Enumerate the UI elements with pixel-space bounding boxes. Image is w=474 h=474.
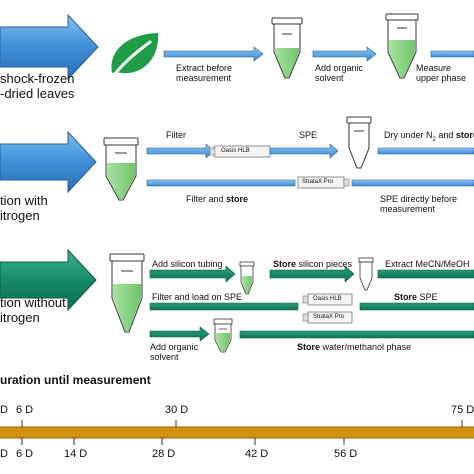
row3-step-add-organic: Add organic solvent [150, 342, 199, 362]
row3-label-line1: tion without [0, 295, 66, 310]
stratax-cartridge-row3 [302, 311, 353, 324]
row3-step-store-pieces: Store silicon pieces [273, 259, 353, 269]
row3-arrow-store-spe [359, 302, 474, 311]
row3-small-tube-2 [358, 257, 374, 291]
row3-step-store-water: Store water/methanol phase [297, 342, 412, 352]
stratax-cartridge-row2 [297, 176, 350, 189]
row2-arrow-filter [146, 143, 215, 159]
row3-step-store-spe: Store SPE [394, 292, 438, 302]
leaf-icon [110, 33, 159, 80]
row3-small-tube-3 [213, 318, 233, 353]
row3-tube [109, 253, 145, 333]
row2-tube-small [346, 116, 372, 169]
row2-arrow-spe-direct [351, 179, 474, 187]
row2-step-filter-store: Filter and store [186, 194, 249, 204]
timeline-top-label-30: 30 D [165, 404, 189, 416]
timeline-bottom-label-56: 56 D [334, 448, 358, 460]
row2-arrow-dry [377, 147, 474, 155]
oasis-cartridge-row3 [302, 293, 353, 306]
row1-label-line2: -dried leaves [0, 86, 75, 101]
stratax-label-row3: StrataX Pro [313, 314, 345, 320]
row1-tube-1 [271, 17, 303, 79]
row3-step-add-tubing: Add silicon tubing [152, 259, 223, 269]
row3-arrow-organic [149, 326, 210, 342]
row2-step-spe: SPE [299, 130, 318, 140]
row3-arrow-extract [377, 269, 474, 279]
row2-big-arrow [0, 130, 97, 194]
row1-arrow-2 [312, 46, 377, 62]
oasis-label-row3: Oasis HLB [313, 296, 342, 302]
timeline-top-label-6: 6 D [16, 404, 34, 416]
oasis-label-row2: Oasis HLB [221, 148, 250, 154]
timeline-ticks [21, 420, 463, 445]
timeline-bottom-label-28: 28 D [152, 448, 176, 460]
row1-step-extract: Extract before measurement [176, 63, 233, 83]
row3-arrow-tubing [149, 265, 236, 283]
row2-label-line2: itrogen [0, 208, 40, 223]
row1-big-arrow [0, 13, 99, 81]
row1-step-measure: Measure upper phase [416, 63, 467, 83]
row3-big-arrow [0, 248, 97, 312]
row3-step-extract: Extract MeCN/MeOH [385, 259, 470, 269]
row3-step-filter-load: Filter and load on SPE [152, 292, 243, 302]
timeline-bottom-label-6: 6 D [16, 448, 34, 460]
row2-step-filter: Filter [166, 130, 186, 140]
row2-label-line1: tion with [0, 193, 48, 208]
row3-arrow-pieces [269, 265, 355, 283]
row3-arrow-store-water [239, 330, 474, 339]
timeline-bottom-label-0: D [0, 448, 8, 460]
row3-arrow-filter-load [149, 302, 299, 311]
row3-small-tube-1 [239, 261, 255, 295]
timeline-bottom-label-14: 14 D [64, 448, 88, 460]
row2-arrow-store [146, 179, 296, 187]
row2-tube [103, 137, 139, 201]
row2-step-spe-direct: SPE directly before measurement [380, 194, 458, 214]
row1-step-add-solvent: Add organic solvent [315, 63, 364, 83]
row1-tube-2 [385, 13, 419, 79]
timeline-bottom-label-42: 42 D [245, 448, 269, 460]
row1-arrow-3 [430, 50, 474, 58]
timeline-bar [0, 426, 474, 439]
row3-label-line2: itrogen [0, 310, 40, 325]
row1-label-line1: shock-frozen [0, 71, 75, 86]
row1-arrow-1 [163, 46, 264, 62]
stratax-label-row2: StrataX Pro [302, 179, 334, 185]
timeline-top-label-0: D [0, 404, 8, 416]
row2-arrow-spe [269, 143, 339, 159]
timeline-title: uration until measurement [0, 373, 151, 387]
row2-step-dry: Dry under N2 and store [384, 130, 474, 143]
timeline-top-label-75: 75 D [451, 404, 474, 416]
